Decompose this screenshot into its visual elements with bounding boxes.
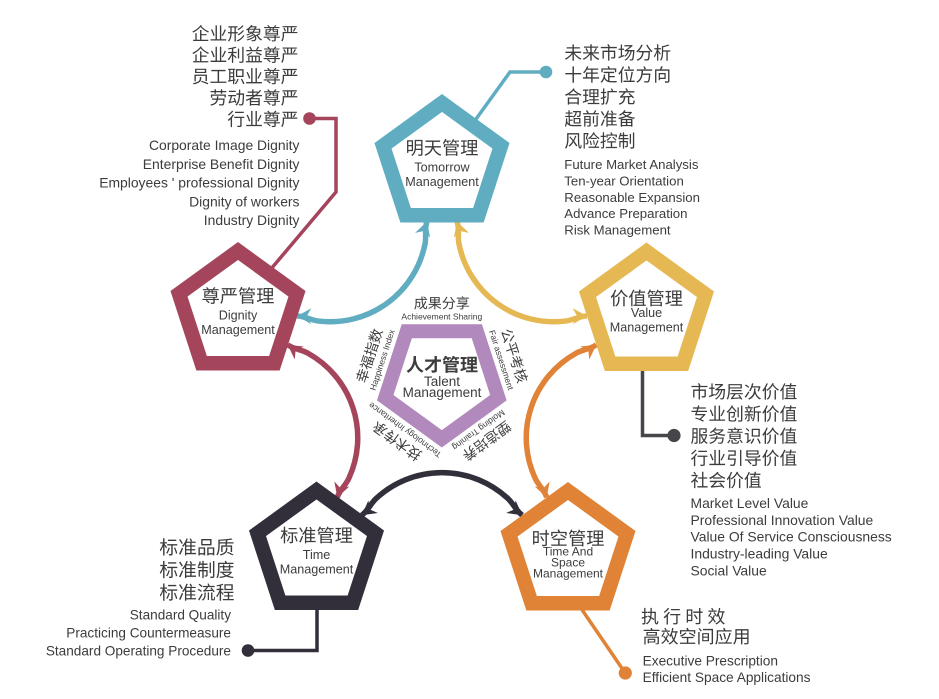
svg-text:Efficient Space Applications: Efficient Space Applications bbox=[643, 670, 811, 685]
svg-text:Corporate Image Dignity: Corporate Image Dignity bbox=[149, 137, 300, 153]
svg-text:Time And: Time And bbox=[543, 545, 593, 559]
svg-text:Achievement Sharing: Achievement Sharing bbox=[401, 312, 482, 322]
svg-text:Risk Management: Risk Management bbox=[564, 223, 671, 238]
svg-text:Future Market Analysis: Future Market Analysis bbox=[564, 157, 699, 172]
svg-text:Value Of Service Consciousness: Value Of Service Consciousness bbox=[691, 529, 892, 545]
svg-text:Enterprise Benefit Dignity: Enterprise Benefit Dignity bbox=[143, 156, 300, 172]
svg-text:Industry-leading Value: Industry-leading Value bbox=[691, 545, 828, 561]
svg-text:Dignity: Dignity bbox=[219, 308, 258, 322]
svg-text:Practicing Countermeasure: Practicing Countermeasure bbox=[66, 626, 231, 641]
svg-text:Executive Prescription: Executive Prescription bbox=[643, 653, 778, 668]
svg-text:Time: Time bbox=[303, 548, 331, 562]
svg-text:Market Level Value: Market Level Value bbox=[691, 495, 809, 511]
svg-text:Standard Operating Procedure: Standard Operating Procedure bbox=[46, 644, 231, 659]
svg-text:Social Value: Social Value bbox=[691, 562, 767, 578]
svg-text:Management: Management bbox=[201, 323, 275, 337]
svg-text:Management: Management bbox=[610, 320, 684, 334]
svg-text:Reasonable Expansion: Reasonable Expansion bbox=[564, 190, 700, 205]
svg-text:Management: Management bbox=[280, 563, 354, 577]
svg-text:Space: Space bbox=[551, 556, 585, 570]
svg-text:Management: Management bbox=[533, 567, 604, 581]
svg-text:Dignity of workers: Dignity of workers bbox=[189, 193, 299, 209]
svg-text:Management: Management bbox=[405, 175, 479, 189]
svg-text:Professional Innovation Value: Professional Innovation Value bbox=[691, 512, 874, 528]
svg-text:Advance Preparation: Advance Preparation bbox=[564, 206, 687, 221]
svg-text:Standard Quality: Standard Quality bbox=[130, 607, 231, 622]
svg-text:Talent: Talent bbox=[424, 374, 460, 389]
svg-text:Management: Management bbox=[403, 385, 482, 400]
svg-text:Ten-year Orientation: Ten-year Orientation bbox=[564, 173, 683, 188]
svg-text:Industry Dignity: Industry Dignity bbox=[204, 212, 300, 228]
svg-text:Tomorrow: Tomorrow bbox=[414, 160, 470, 174]
svg-text:Value: Value bbox=[631, 306, 662, 320]
svg-text:Employees ' professional Digni: Employees ' professional Dignity bbox=[99, 175, 299, 191]
